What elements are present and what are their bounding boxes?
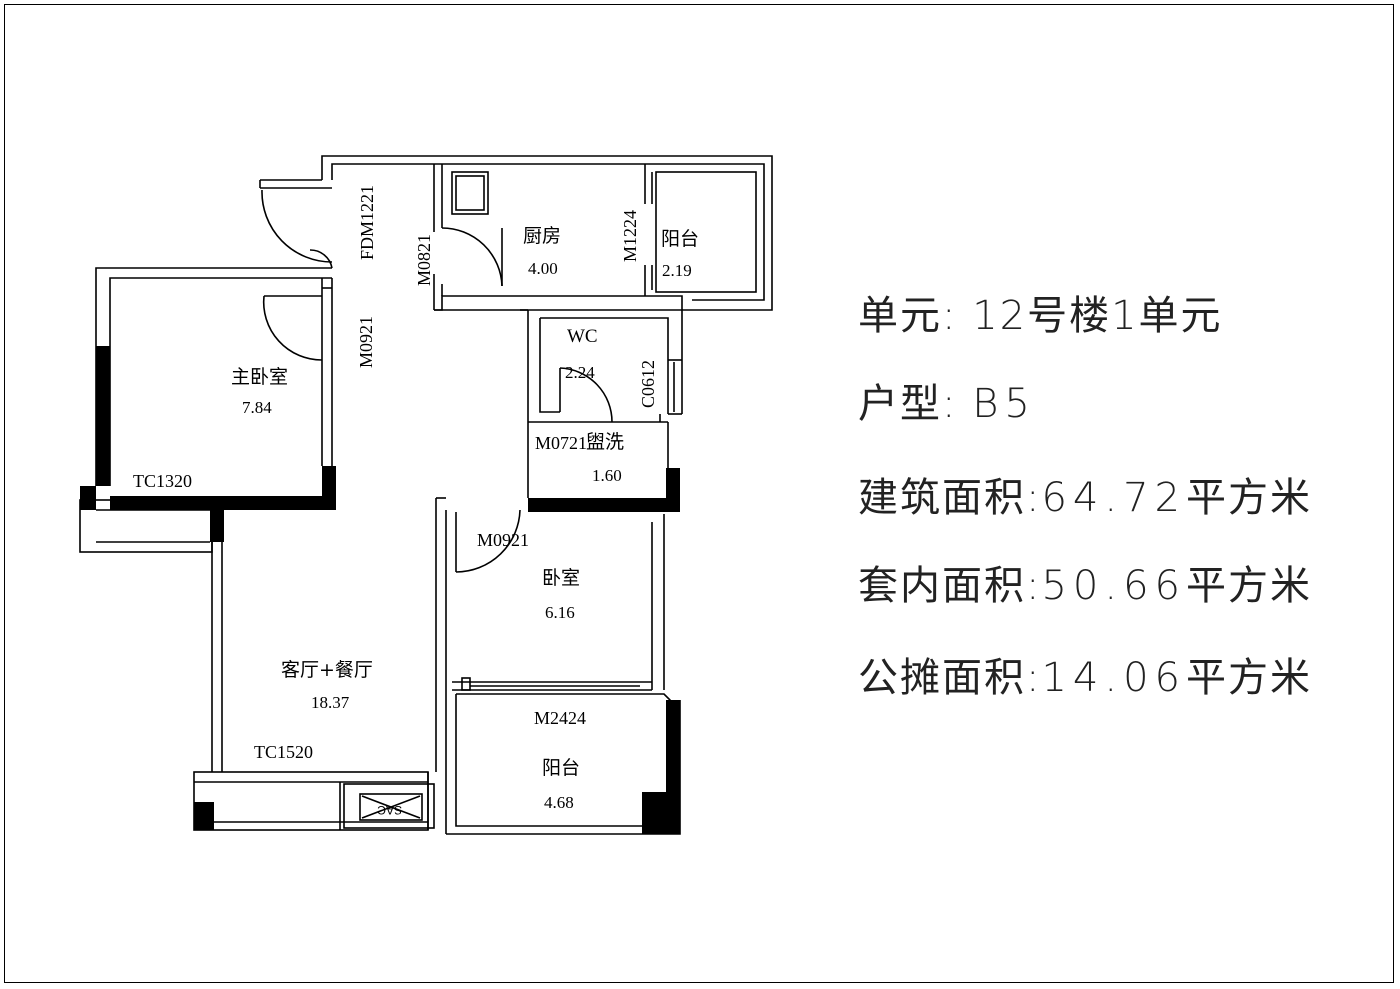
- info-type-value: B5: [972, 381, 1036, 427]
- door-code-m0721: M0721: [535, 433, 587, 453]
- room-area-washroom: 1.60: [592, 466, 622, 485]
- room-name-kitchen: 厨房: [523, 225, 561, 247]
- info-inner-area-unit: 平方米: [1186, 563, 1312, 609]
- info-unit-value: 12号楼1单元: [972, 293, 1223, 339]
- info-unit-label: 单元:: [858, 293, 958, 339]
- door-code-m0821: M0821: [414, 234, 434, 286]
- door-code-fdm1221: FDM1221: [357, 185, 377, 260]
- door-code-m0921-master: M0921: [356, 316, 376, 368]
- info-gross-area-unit: 平方米: [1186, 475, 1312, 521]
- room-area-kitchen: 4.00: [528, 259, 558, 278]
- info-shared-area-row: 公摊面积:14.06平方米: [858, 654, 1312, 702]
- window-code-c0612: C0612: [638, 360, 658, 408]
- window-code-tc1320: TC1320: [133, 471, 192, 491]
- info-inner-area-row: 套内面积:50.66平方米: [858, 562, 1312, 610]
- info-inner-area-value: 50.66: [1041, 563, 1186, 609]
- info-shared-area-label: 公摊面积:: [858, 655, 1042, 701]
- door-code-m1224: M1224: [620, 210, 640, 262]
- window-code-tc1520: TC1520: [254, 742, 313, 762]
- door-code-m2424: M2424: [534, 708, 586, 728]
- room-area-master-bedroom: 7.84: [242, 398, 272, 417]
- info-inner-area-label: 套内面积:: [858, 563, 1042, 609]
- room-name-washroom: 盥洗: [586, 431, 624, 453]
- info-type-label: 户型:: [858, 381, 958, 427]
- room-name-bedroom: 卧室: [542, 567, 580, 589]
- room-area-bedroom: 6.16: [545, 603, 575, 622]
- ac-unit-label: SAC: [377, 803, 402, 817]
- room-name-balcony-north: 阳台: [661, 228, 699, 250]
- room-name-wc: WC: [567, 326, 598, 347]
- room-area-wc: 2.24: [565, 363, 595, 382]
- info-shared-area-unit: 平方米: [1186, 655, 1312, 701]
- room-name-living-dining: 客厅+餐厅: [281, 659, 373, 681]
- room-area-balcony-north: 2.19: [662, 261, 692, 280]
- info-gross-area-label: 建筑面积:: [858, 475, 1042, 521]
- door-code-m0921-bedroom: M0921: [477, 530, 529, 550]
- sheet-border: [4, 4, 1394, 983]
- room-name-balcony-south: 阳台: [542, 757, 580, 779]
- room-area-living-dining: 18.37: [311, 693, 350, 712]
- info-type-row: 户型: B5: [858, 380, 1036, 428]
- info-unit-row: 单元: 12号楼1单元: [858, 292, 1223, 340]
- room-name-master-bedroom: 主卧室: [231, 366, 288, 388]
- info-gross-area-row: 建筑面积:64.72平方米: [858, 474, 1312, 522]
- room-area-balcony-south: 4.68: [544, 793, 574, 812]
- info-gross-area-value: 64.72: [1041, 475, 1186, 521]
- info-shared-area-value: 14.06: [1041, 655, 1186, 701]
